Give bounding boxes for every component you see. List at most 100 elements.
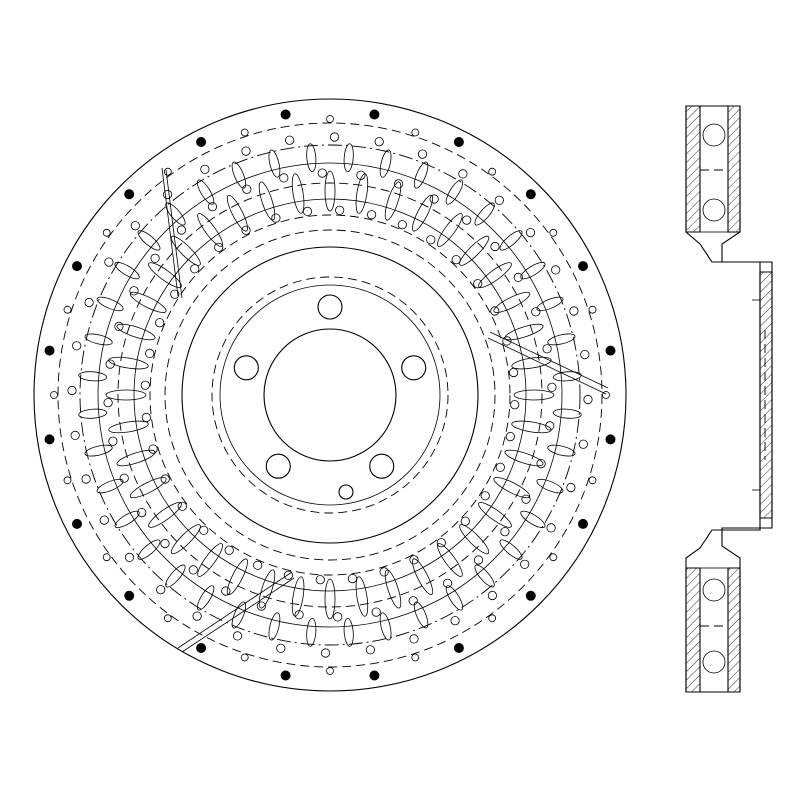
drilled-hole — [569, 306, 579, 316]
lug-hole — [233, 355, 259, 381]
drilled-hole — [583, 394, 593, 405]
drilled-hole — [525, 228, 536, 238]
dark-mounting-hole — [280, 670, 291, 681]
drilled-hole — [150, 253, 160, 263]
vent-vane-short — [84, 333, 113, 346]
drilled-hole — [114, 321, 124, 331]
vent-vane — [170, 524, 201, 555]
dark-mounting-hole — [525, 189, 536, 200]
drilled-hole — [279, 173, 289, 183]
hat-outer-edge — [181, 246, 479, 544]
drilled-hole — [566, 482, 576, 493]
outer-small-hole — [549, 228, 558, 237]
drilled-hole — [119, 473, 129, 483]
front-view — [33, 98, 627, 692]
drilled-hole — [347, 573, 358, 584]
vent-vane-short — [445, 179, 464, 205]
vent-vane — [108, 420, 149, 434]
outer-small-hole — [488, 614, 497, 623]
drilled-hole — [531, 307, 541, 317]
vent-vane-short — [96, 296, 124, 312]
outer-dashed-ring — [57, 122, 603, 668]
drilled-hole — [188, 565, 198, 575]
drilled-hole — [417, 149, 428, 159]
drilled-hole — [199, 525, 209, 535]
outer-small-hole — [102, 553, 111, 562]
drilled-hole — [207, 202, 217, 212]
vent-vane — [170, 235, 201, 266]
friction-ring-band-4 — [149, 214, 511, 576]
vent-vane — [478, 262, 512, 288]
vent-vane — [437, 213, 463, 247]
drilled-hole — [70, 430, 80, 440]
drilled-hole — [104, 257, 114, 267]
outer-small-hole — [488, 167, 497, 176]
hat-wall-hatch — [759, 271, 773, 519]
outer-small-hole — [326, 667, 334, 675]
drilled-hole — [253, 560, 263, 570]
upper-vent-hole-1 — [702, 123, 726, 147]
drilled-hole — [379, 567, 389, 577]
vent-vane-short — [499, 230, 523, 251]
vent-vane — [291, 173, 305, 214]
vent-vane — [148, 502, 182, 528]
dark-mounting-hole — [369, 109, 380, 120]
drilled-hole — [451, 255, 461, 265]
drilled-hole — [521, 494, 531, 504]
vent-vane-short — [343, 617, 354, 647]
outer-small-hole — [411, 653, 420, 662]
vent-vane-short — [231, 601, 247, 629]
drilled-hole — [130, 221, 140, 231]
vent-vane-short — [520, 510, 546, 529]
drilled-hole — [473, 555, 484, 565]
vent-vane-short — [96, 478, 124, 494]
drilled-hole — [487, 590, 497, 601]
drilled-hole — [546, 523, 556, 533]
drilled-hole — [103, 398, 113, 408]
vent-vane — [459, 235, 490, 266]
drilled-hole — [426, 235, 436, 245]
lug-hole — [369, 453, 395, 479]
vent-vane-short — [165, 564, 186, 588]
drilled-hole — [508, 367, 519, 378]
outer-small-hole — [63, 476, 72, 485]
vent-vane — [384, 569, 402, 609]
drilled-hole — [462, 215, 472, 225]
drilled-hole — [84, 297, 94, 308]
vent-vane-short — [268, 612, 281, 641]
drilled-hole — [333, 612, 343, 622]
drilled-hole — [141, 412, 151, 423]
vent-vane — [355, 576, 369, 617]
vent-vane-short — [474, 564, 495, 588]
lower-vent-channel — [699, 567, 729, 693]
drilled-hole — [241, 146, 251, 156]
drilled-hole — [129, 286, 139, 296]
drilled-hole — [397, 220, 407, 230]
drilled-hole — [450, 616, 460, 626]
vent-vane-short — [413, 601, 429, 629]
outer-small-hole — [326, 115, 334, 123]
friction-ring-band-1 — [97, 162, 563, 628]
outer-small-hole — [102, 228, 111, 237]
drilled-hole — [221, 586, 231, 596]
drilled-hole — [500, 527, 510, 537]
drilled-hole — [140, 380, 150, 390]
dark-mounting-hole — [124, 590, 135, 601]
drilled-hole — [160, 538, 170, 549]
drilled-hole — [200, 164, 210, 174]
dark-mounting-hole — [369, 670, 380, 681]
drilled-hole — [145, 348, 155, 358]
drilled-hole — [393, 179, 404, 189]
dark-mounting-hole — [578, 261, 588, 272]
dark-mounting-hole — [124, 189, 135, 200]
leader-line-3 — [177, 571, 293, 649]
drilled-hole — [480, 491, 490, 501]
drilled-hole — [242, 184, 252, 194]
vent-vane-short — [137, 539, 161, 560]
drilled-hole — [490, 306, 500, 316]
vent-vane-short — [445, 585, 464, 611]
drilled-hole — [241, 225, 251, 235]
drilled-hole — [283, 570, 293, 580]
outer-small-hole — [588, 305, 597, 314]
